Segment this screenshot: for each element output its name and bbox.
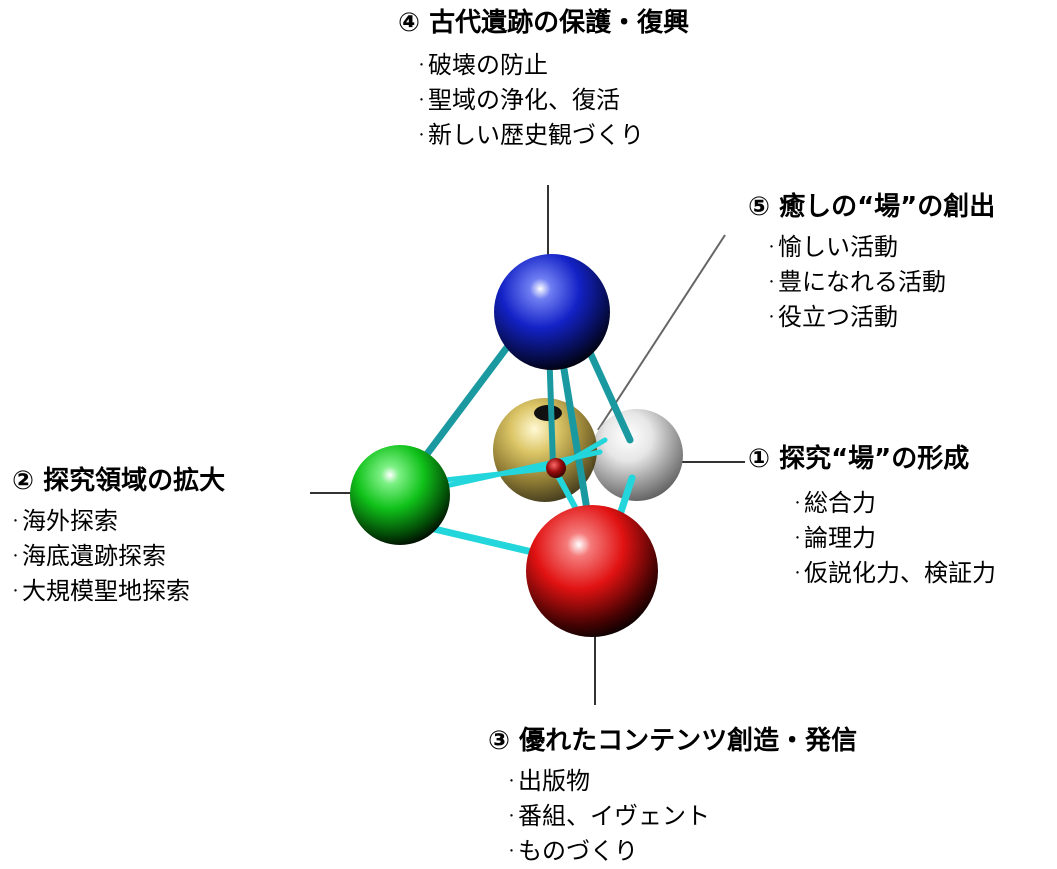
bullet-icon: ･	[12, 514, 19, 530]
sphere-core	[546, 458, 566, 478]
label-group-5: ⑤ 癒しの“場”の創出 ･愉しい活動 ･豊になれる活動 ･役立つ活動	[748, 192, 995, 335]
list-item: ･海底遺跡探索	[12, 539, 225, 574]
list-item: ･聖域の浄化、復活	[418, 83, 689, 118]
item-list-3: ･出版物 ･番組、イヴェント ･ものづくり	[508, 764, 857, 869]
list-item: ･役立つ活動	[768, 300, 995, 335]
list-item: ･総合力	[794, 486, 996, 521]
group-title-5: ⑤ 癒しの“場”の創出	[748, 192, 996, 222]
bullet-icon: ･	[508, 844, 515, 860]
item-text: 仮説化力、検証力	[804, 559, 996, 587]
item-text: 論理力	[804, 524, 876, 552]
item-text: 豊になれる活動	[778, 268, 946, 296]
item-list-2: ･海外探索 ･海底遺跡探索 ･大規模聖地探索	[12, 504, 225, 609]
bullet-icon: ･	[794, 531, 801, 547]
sphere-silver	[591, 409, 683, 501]
bullet-icon: ･	[794, 496, 801, 512]
item-text: 大規模聖地探索	[22, 577, 190, 605]
item-text: 出版物	[518, 767, 590, 795]
item-text: 破壊の防止	[428, 51, 548, 79]
list-item: ･新しい歴史観づくり	[418, 118, 689, 153]
label-group-3: ③ 優れたコンテンツ創造・発信 ･出版物 ･番組、イヴェント ･ものづくり	[488, 726, 857, 869]
item-text: 海底遺跡探索	[22, 542, 166, 570]
bullet-icon: ･	[418, 128, 425, 144]
item-text: 総合力	[804, 489, 876, 517]
sphere-blue	[494, 254, 610, 370]
item-list-4: ･破壊の防止 ･聖域の浄化、復活 ･新しい歴史観づくり	[418, 48, 689, 153]
bullet-icon: ･	[768, 310, 775, 326]
label-group-1: ① 探究“場”の形成 ･総合力 ･論理力 ･仮説化力、検証力	[748, 444, 996, 591]
list-item: ･ものづくり	[508, 834, 857, 869]
label-group-2: ② 探究領域の拡大 ･海外探索 ･海底遺跡探索 ･大規模聖地探索	[12, 466, 225, 609]
leader-line-5	[597, 234, 726, 431]
item-list-1: ･総合力 ･論理力 ･仮説化力、検証力	[794, 486, 996, 591]
item-text: 番組、イヴェント	[518, 802, 710, 830]
bullet-icon: ･	[12, 549, 19, 565]
group-title-4: ④ 古代遺跡の保護・復興	[398, 8, 690, 38]
group-title-1: ① 探究“場”の形成	[748, 444, 970, 474]
item-list-5: ･愉しい活動 ･豊になれる活動 ･役立つ活動	[768, 230, 995, 335]
list-item: ･仮説化力、検証力	[794, 556, 996, 591]
list-item: ･大規模聖地探索	[12, 574, 225, 609]
item-text: 役立つ活動	[778, 303, 898, 331]
item-text: 愉しい活動	[778, 233, 898, 261]
connector-silver-core	[554, 437, 608, 471]
bullet-icon: ･	[508, 809, 515, 825]
sphere-gold-dark-spot	[534, 405, 562, 421]
sphere-red	[526, 505, 658, 637]
list-item: ･海外探索	[12, 504, 225, 539]
group-title-2: ② 探究領域の拡大	[12, 466, 226, 496]
item-text: ものづくり	[518, 837, 638, 865]
list-item: ･豊になれる活動	[768, 265, 995, 300]
bullet-icon: ･	[508, 774, 515, 790]
item-text: 聖域の浄化、復活	[428, 86, 620, 114]
bullet-icon: ･	[418, 58, 425, 74]
item-text: 新しい歴史観づくり	[428, 121, 644, 149]
list-item: ･破壊の防止	[418, 48, 689, 83]
list-item: ･番組、イヴェント	[508, 799, 857, 834]
bullet-icon: ･	[794, 566, 801, 582]
connector-blue-green	[411, 326, 524, 474]
item-text: 海外探索	[22, 507, 118, 535]
connector-green-red	[426, 524, 549, 559]
label-group-4: ④ 古代遺跡の保護・復興 ･破壊の防止 ･聖域の浄化、復活 ･新しい歴史観づくり	[398, 8, 689, 153]
bullet-icon: ･	[418, 93, 425, 109]
list-item: ･愉しい活動	[768, 230, 995, 265]
bullet-icon: ･	[12, 584, 19, 600]
bullet-icon: ･	[768, 275, 775, 291]
sphere-green	[350, 445, 450, 545]
group-title-3: ③ 優れたコンテンツ創造・発信	[488, 726, 858, 756]
list-item: ･出版物	[508, 764, 857, 799]
bullet-icon: ･	[768, 240, 775, 256]
list-item: ･論理力	[794, 521, 996, 556]
